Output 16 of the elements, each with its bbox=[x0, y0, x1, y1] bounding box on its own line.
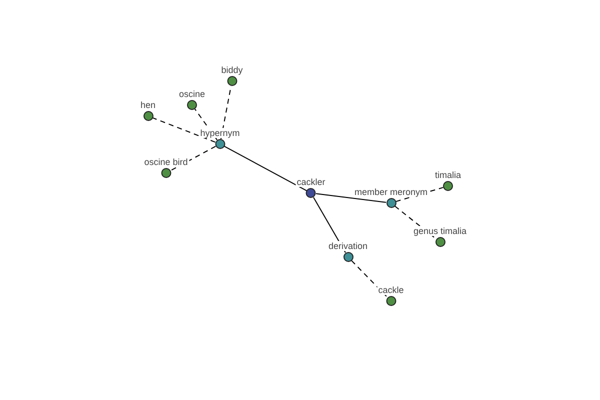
node-label: oscine bbox=[178, 89, 206, 99]
node-label: cackler bbox=[296, 177, 326, 187]
node-label: timalia bbox=[434, 170, 462, 180]
node-label: derivation bbox=[327, 241, 369, 251]
node-label: oscine bird bbox=[143, 157, 189, 167]
node-label: hypernym bbox=[199, 128, 241, 138]
node-label: member meronym bbox=[354, 187, 428, 197]
dashed-line bbox=[394, 206, 437, 240]
line bbox=[224, 146, 308, 192]
line bbox=[315, 193, 387, 203]
node-label: genus timalia bbox=[412, 226, 468, 236]
node-label: hen bbox=[139, 100, 157, 110]
dashed-line bbox=[152, 117, 216, 143]
node-label: biddy bbox=[220, 65, 244, 75]
dashed-line bbox=[351, 260, 388, 298]
node-label: cackle bbox=[377, 285, 405, 295]
